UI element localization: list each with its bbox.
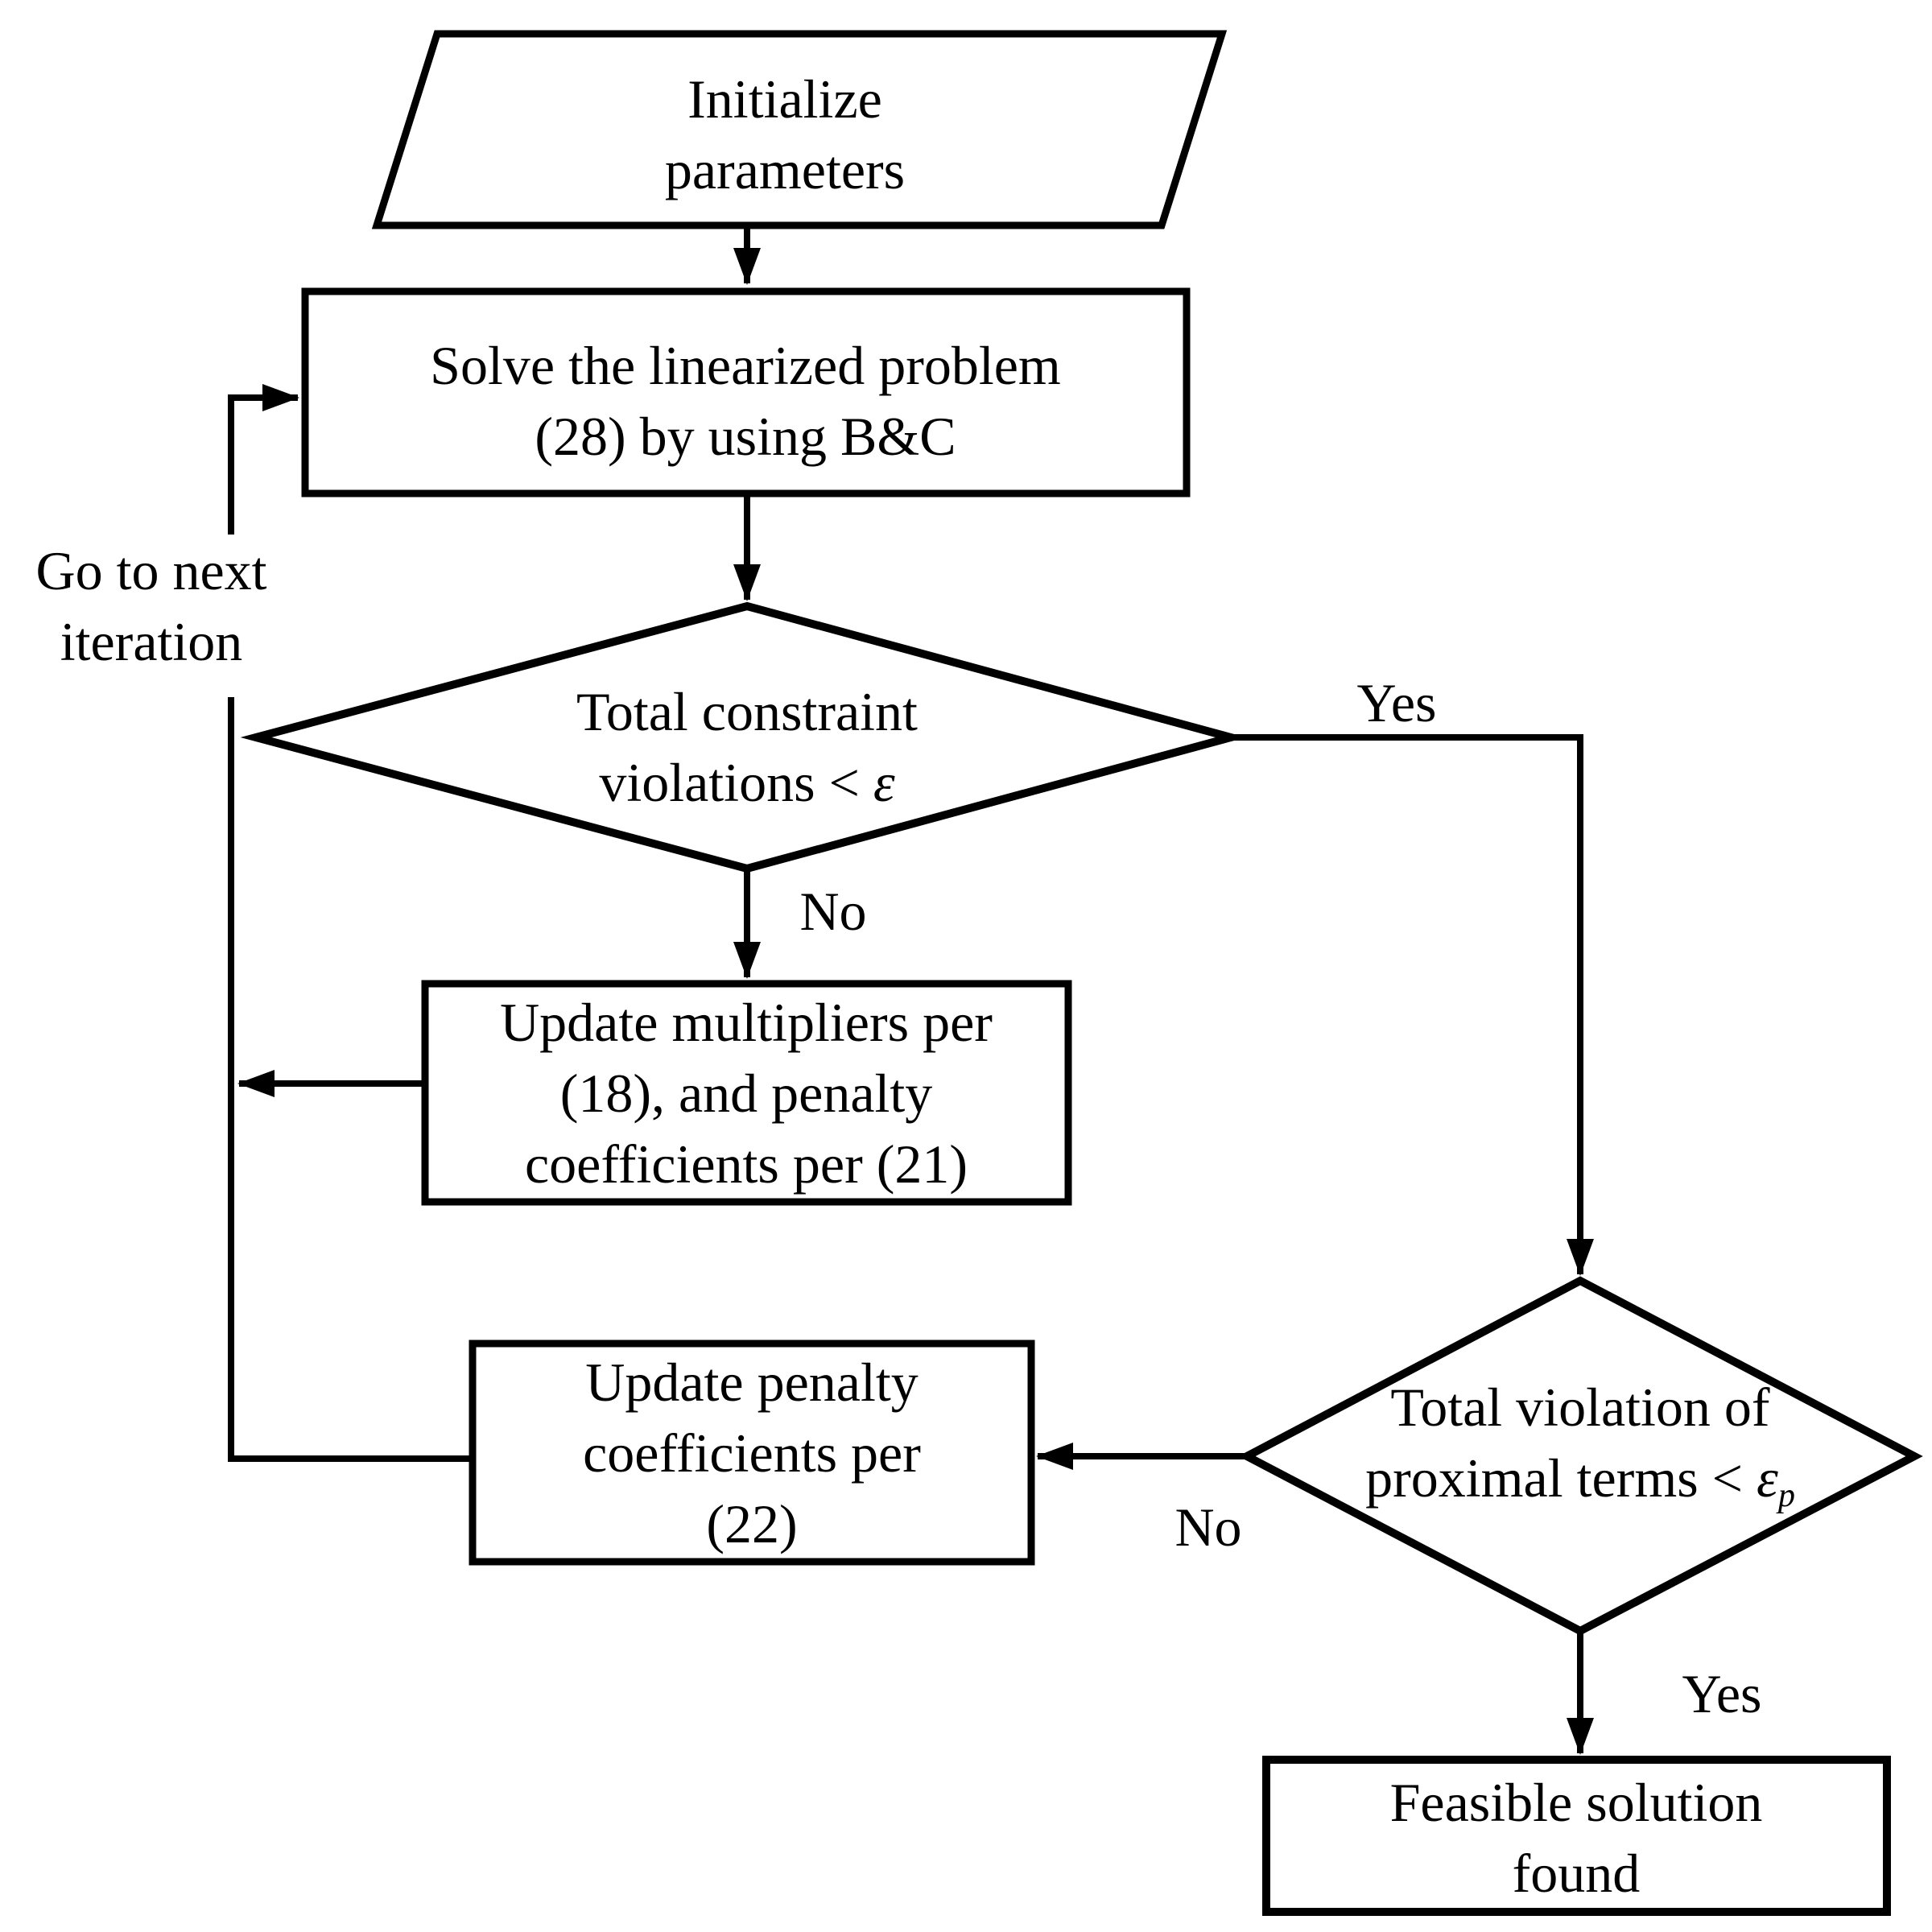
update-multipliers-label: Update multipliers per (18), and penalty… (500, 987, 993, 1199)
solve-label-line1: Solve the linearized problem (430, 335, 1061, 396)
initialize-label-line2: parameters (664, 139, 906, 200)
proximal-decision-line1: Total violation of (1390, 1377, 1770, 1438)
loop-note-label: Go to next iteration (35, 535, 266, 677)
epsilon-subscript-p: p (1777, 1476, 1795, 1514)
update-multipliers-box (421, 980, 1072, 1206)
initialize-label: Initialize parameters (665, 64, 905, 205)
epsilon-symbol: ε (873, 752, 895, 813)
constraint-decision-line1: Total constraint (576, 681, 918, 742)
solve-label-line2: (28) by using B&C (535, 406, 956, 467)
update-penalty-line3: (22) (706, 1493, 798, 1554)
proximal-decision-diamond (1238, 1276, 1923, 1636)
constraint-decision-line2-text: violations < (599, 752, 873, 813)
constraint-yes-label: Yes (1356, 672, 1437, 733)
feasible-solution-line2: found (1512, 1843, 1641, 1904)
loop-line-lower-segment (228, 697, 473, 1462)
solve-process-box (301, 287, 1191, 497)
constraint-decision-label: Total constraint violations < ε (576, 676, 918, 818)
constraint-decision-line2: violations < ε (576, 747, 918, 818)
update-multipliers-line3: coefficients per (21) (524, 1133, 968, 1195)
update-multipliers-line1: Update multipliers per (500, 992, 993, 1053)
proximal-decision-line2: proximal terms < εp (1365, 1443, 1795, 1513)
update-penalty-line1: Update penalty (585, 1352, 919, 1413)
loop-note-line1: Go to next (35, 540, 267, 601)
proximal-decision-line2-text: proximal terms < (1365, 1447, 1757, 1509)
initialize-parallelogram (371, 30, 1228, 229)
update-penalty-line2: coefficients per (583, 1422, 921, 1484)
proximal-yes-label: Yes (1682, 1663, 1762, 1724)
initialize-label-line1: Initialize (687, 68, 882, 130)
proximal-no-label: No (1174, 1496, 1242, 1558)
constraint-no-label: No (799, 881, 867, 942)
loop-note-line2: iteration (60, 611, 243, 672)
edge-constraint-yes-to-proximal-decision (1231, 734, 1594, 1276)
feasible-solution-line1: Feasible solution (1389, 1772, 1763, 1833)
update-multipliers-line2: (18), and penalty (559, 1063, 933, 1124)
feasible-solution-label: Feasible solution found (1390, 1767, 1763, 1909)
epsilon-symbol: ε (1757, 1447, 1778, 1509)
loop-line-upper-segment-to-solve (228, 384, 299, 535)
update-penalty-label: Update penalty coefficients per (22) (583, 1347, 921, 1559)
proximal-decision-label: Total violation of proximal terms < εp (1365, 1372, 1795, 1513)
constraint-decision-diamond (240, 601, 1247, 873)
update-penalty-box (469, 1340, 1035, 1566)
feasible-solution-box (1262, 1756, 1891, 1916)
solve-label: Solve the linearized problem (28) by usi… (430, 330, 1061, 472)
